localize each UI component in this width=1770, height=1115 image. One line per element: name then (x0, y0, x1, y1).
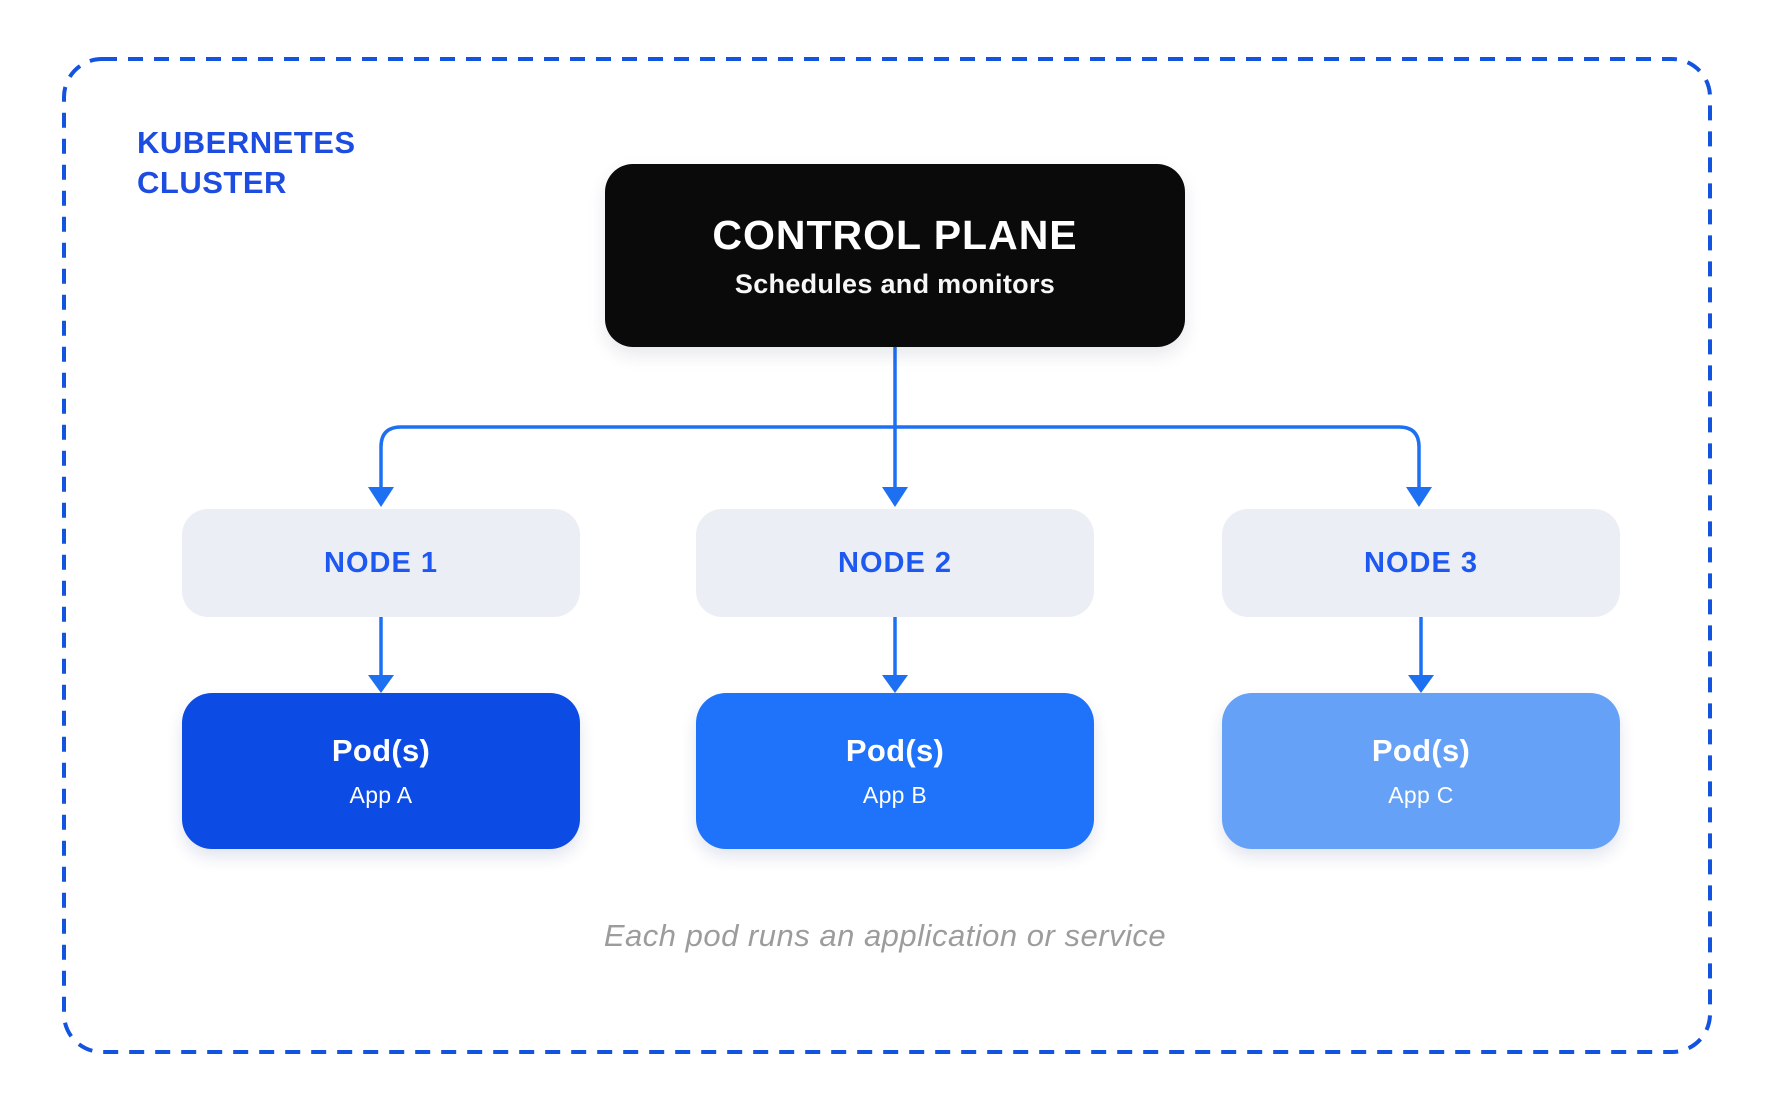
pod-title-a: Pod(s) (331, 733, 431, 768)
control-plane-title: CONTROL PLANE (712, 211, 1078, 258)
arrowhead-node-2 (882, 487, 908, 507)
control-plane-box: CONTROL PLANE Schedules and monitors (605, 164, 1185, 347)
caption: Each pod runs an application or service (603, 918, 1167, 953)
node-label-3: NODE 3 (1364, 546, 1478, 579)
node-label-2: NODE 2 (838, 546, 952, 579)
node-box-1: NODE 1 (182, 509, 580, 617)
arrowhead-pod-b (882, 675, 908, 693)
node-label-1: NODE 1 (324, 546, 438, 579)
node-box-2: NODE 2 (696, 509, 1094, 617)
arrowhead-node-3 (1406, 487, 1432, 507)
pod-app-label-b: App B (862, 782, 928, 808)
pod-title-c: Pod(s) (1371, 733, 1471, 768)
pod-app-label-c: App C (1388, 782, 1454, 808)
arrowhead-node-1 (368, 487, 394, 507)
pod-title-b: Pod(s) (845, 733, 945, 768)
pod-box-app-c: Pod(s) App C (1222, 693, 1620, 849)
cluster-label: KUBERNETES CLUSTER (137, 125, 356, 200)
pod-app-label-a: App A (349, 782, 413, 808)
arrowhead-pod-c (1408, 675, 1434, 693)
control-plane-subtitle: Schedules and monitors (734, 268, 1056, 299)
node-box-3: NODE 3 (1222, 509, 1620, 617)
pod-box-app-b: Pod(s) App B (696, 693, 1094, 849)
pod-box-app-a: Pod(s) App A (182, 693, 580, 849)
arrowhead-pod-a (368, 675, 394, 693)
